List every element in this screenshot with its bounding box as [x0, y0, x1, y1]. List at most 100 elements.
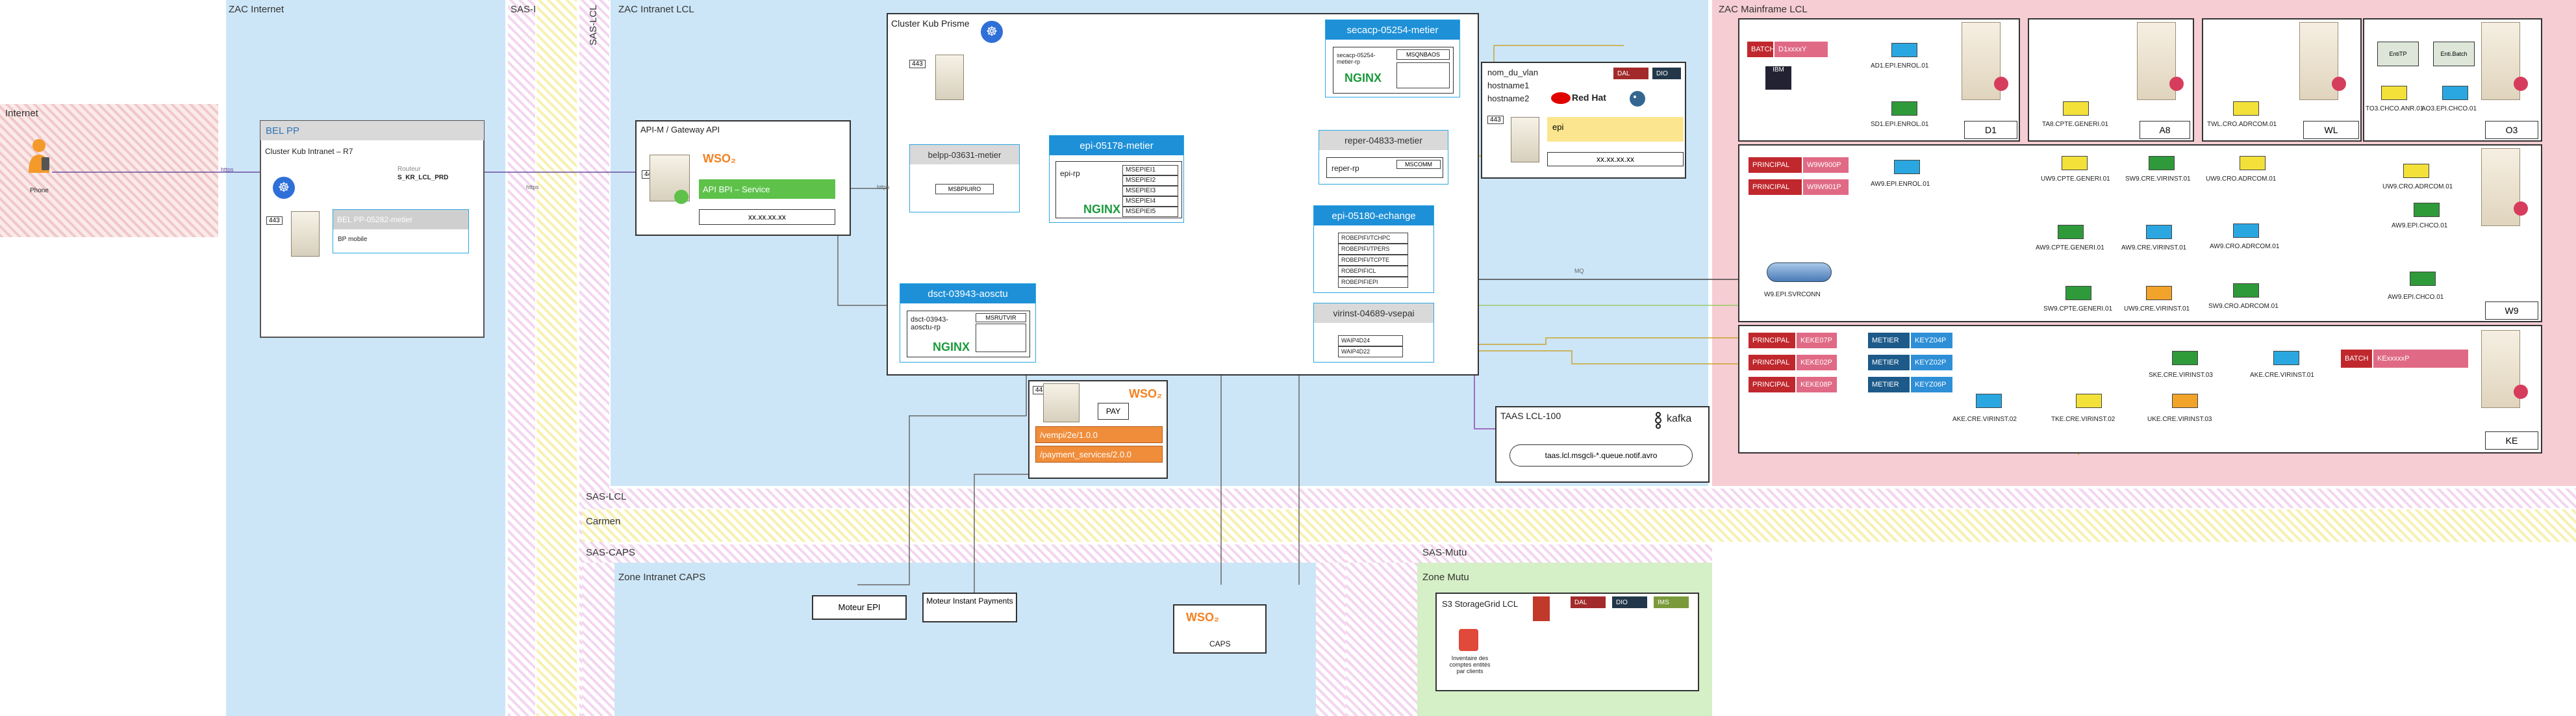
epi-rp-box [1055, 161, 1182, 218]
belpp-metier-header: belpp-03631-metier [910, 145, 1019, 164]
d1-queue-icon [1891, 43, 1917, 57]
dsct-item: MSRUTVIR [976, 313, 1026, 322]
epi-metier-items: MSEPIEI1 MSEPIEI2 MSEPIEI3 MSEPIEI4 MSEP… [1122, 165, 1178, 217]
apim-service-tag: API BPI – Service [699, 179, 835, 199]
sas-i-zone [508, 0, 535, 716]
vlan-ip: xx.xx.xx.xx [1547, 152, 1684, 166]
ke-queue-icon [2273, 351, 2299, 365]
w9-queue-label: AW9.EPI.ENROL.01 [1871, 181, 1930, 188]
epi-echange-item: ROBEPIFI/TPERS [1338, 244, 1408, 255]
sas-i-label: SAS-I [511, 4, 537, 15]
ke-queue-label: AKE.CRE.VIRINST.01 [2250, 372, 2314, 379]
vlan-host1: hostname1 [1487, 81, 1530, 90]
wl-queue-icon [2233, 101, 2259, 116]
cluster-kub-header: Cluster Kub Prisme [891, 18, 970, 29]
ke-queue-icon [1976, 394, 2002, 408]
sas-caps-left [582, 563, 614, 716]
w9-principal-tag: PRINCIPAL [1749, 179, 1802, 195]
moteur-instant-payments: Moteur Instant Payments [922, 593, 1017, 622]
secacp-item: MSQNBAOS [1396, 49, 1450, 60]
vlan-server-icon [1511, 117, 1539, 162]
belpp-port: 443 [266, 216, 283, 225]
caps-wso2-icon: WSO₂ [1186, 611, 1219, 624]
epi-echange-item: ROBEPIFI/TCHPC [1338, 233, 1408, 244]
w9-queue-icon [2414, 203, 2440, 217]
epi-echange-item: ROBEPIFIEPI [1338, 277, 1408, 288]
cluster-kub-server-icon [935, 55, 964, 100]
w9-queue-label: UW9.CRO.ADRCOM.01 [2206, 175, 2277, 183]
belpp-inner-header: BEL PP-05282-metier [333, 210, 468, 229]
s3-caption: Inventaire des comptes entités par clien… [1449, 655, 1491, 674]
ke-m3: KEYZ06P [1911, 377, 1952, 392]
carmen-vertical-zone [537, 0, 577, 716]
cluster-kubernetes-icon: ☸ [981, 21, 1003, 43]
w9-queue-icon [2233, 224, 2259, 238]
caps-box [1173, 604, 1267, 654]
dsct-nginx-icon: NGINX [933, 340, 970, 353]
ke-mainframe-badge [2514, 385, 2528, 399]
epi-metier-item: MSEPIEI5 [1122, 207, 1178, 217]
belpp-header: BEL PP [260, 121, 484, 140]
w9-queue-icon [2233, 283, 2259, 298]
zac-internet-label: ZAC Internet [229, 4, 284, 15]
ke-metier-tag: METIER [1868, 355, 1910, 370]
ibm-icon: IBM [1765, 66, 1791, 90]
sas-caps-zone [582, 544, 1346, 563]
sas-caps-right [1316, 563, 1346, 716]
w9-queue-icon [2403, 164, 2429, 178]
zac-intranet-lcl-label: ZAC Intranet LCL [618, 4, 694, 15]
w9-mainframe-badge [2514, 201, 2528, 216]
caps-label: CAPS [1209, 639, 1231, 648]
secacp-slots [1396, 62, 1450, 88]
wso2-icon: WSO₂ [703, 152, 736, 165]
w9-mainframe-icon [2481, 148, 2520, 226]
w9-label: W9 [2485, 301, 2538, 320]
redhat-icon [1551, 92, 1571, 104]
ke-batch-tag: BATCH [2341, 350, 2372, 368]
ke-p2: KEKE02P [1797, 355, 1837, 370]
sas-caps-label: SAS-CAPS [586, 547, 635, 558]
epi-metier-item: MSEPIEI1 [1122, 165, 1178, 175]
ke-queue-label: SKE.CRE.VIRINST.03 [2149, 372, 2213, 379]
phone-icon [26, 136, 52, 175]
reper-item: MSCOMM [1396, 160, 1441, 169]
ke-principal-tag: PRINCIPAL [1749, 333, 1795, 348]
wso2-api2: /payment_services/2.0.0 [1035, 446, 1163, 463]
w9-queue-label: UW9.CPTE.GENERI.01 [2041, 175, 2110, 183]
w9-queue-label: AW9.CRO.ADRCOM.01 [2210, 243, 2280, 250]
virinst-item: WAIP4D24 [1338, 335, 1403, 346]
w9-queue-icon [2149, 156, 2175, 170]
zac-mainframe-label: ZAC Mainframe LCL [1719, 4, 1808, 15]
s3-ims-tag: IMS [1654, 596, 1689, 608]
carmen-label: Carmen [586, 516, 621, 527]
d1-batch-name: D1xxxxY [1774, 42, 1828, 57]
ke-queue-label: UKE.CRE.VIRINST.03 [2147, 416, 2212, 423]
w9-queue-icon [2410, 272, 2436, 286]
ke-metier-tag: METIER [1868, 377, 1910, 392]
s3-dio-tag: DIO [1612, 596, 1647, 608]
secacp-header: secacp-05254-metier [1326, 20, 1459, 40]
d1-label: D1 [1964, 121, 2017, 139]
internet-zone-label: Internet [5, 108, 38, 119]
belpp-cluster-label: Cluster Kub Intranet – R7 [265, 147, 353, 156]
ke-queue-icon [2076, 394, 2102, 408]
secacp-rp-box [1333, 47, 1454, 94]
vlan-dio-tag: DIO [1652, 68, 1681, 79]
d1-mainframe-badge [1994, 77, 2008, 91]
sas-mutu-left [1346, 563, 1417, 716]
apim-status-icon [674, 190, 688, 204]
wl-queue-label: TWL.CRO.ADRCOM.01 [2207, 121, 2277, 128]
vlan-port: 443 [1487, 116, 1504, 124]
svrconn-label: W9.EPI.SVRCONN [1764, 291, 1821, 298]
belpp-inner-item: BP mobile [338, 236, 368, 243]
postgres-icon [1628, 90, 1647, 109]
kafka-icon [1651, 412, 1665, 429]
a8-mainframe-badge [2169, 77, 2184, 91]
w9-p2: W9W901P [1803, 179, 1849, 195]
kafka-label: kafka [1667, 413, 1692, 424]
w9-queue-label: AW9.EPI.CHCO.01 [2392, 222, 2448, 229]
svrconn-icon [1767, 262, 1832, 282]
nginx-icon: NGINX [1083, 203, 1121, 216]
belpp-route-label: Routeur [398, 166, 421, 173]
redhat-label: Red Hat [1572, 92, 1606, 103]
